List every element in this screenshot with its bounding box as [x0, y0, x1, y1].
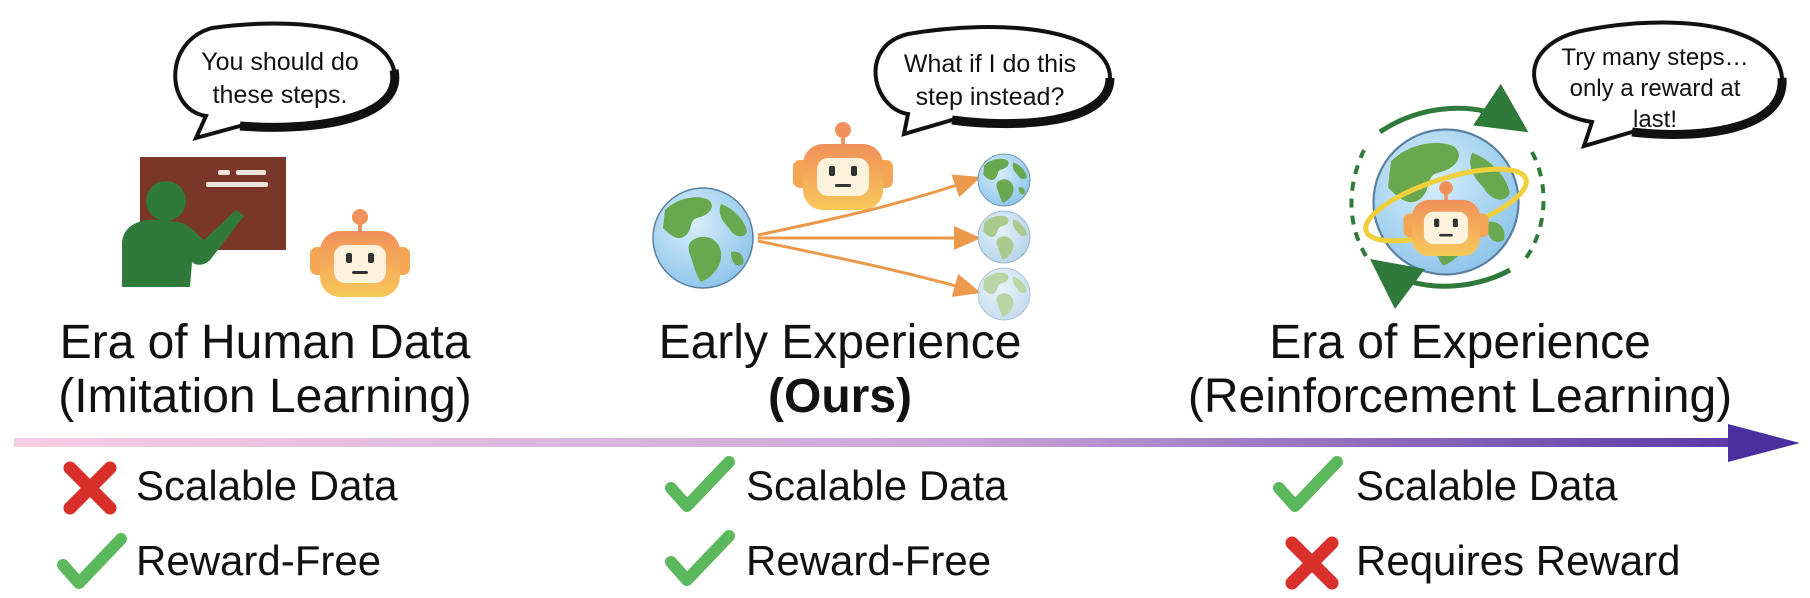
globe-icon: [977, 210, 1031, 264]
cycle-arrows-icon: [1349, 83, 1546, 309]
era-title-line1: Era of Experience: [1269, 316, 1651, 369]
feature-label: Reward-Free: [136, 537, 382, 584]
bubble-text-human: You should do these steps.: [170, 46, 390, 112]
era-title-line2: (Imitation Learning): [58, 370, 472, 423]
bubble-line: step instead?: [915, 83, 1065, 111]
check-icon: [52, 531, 130, 595]
feature-label: Scalable Data: [746, 462, 1008, 509]
check-icon: [1268, 454, 1346, 518]
speech-bubble-early: [873, 25, 1115, 137]
feature-label: Scalable Data: [136, 462, 398, 509]
era-title-line2: (Reinforcement Learning): [1187, 370, 1733, 423]
feature-label: Reward-Free: [746, 537, 992, 584]
branch-arrows: [757, 174, 981, 298]
robot-icon: [308, 207, 412, 299]
cross-icon: [1277, 533, 1347, 593]
bubble-line: What if I do this: [903, 50, 1077, 78]
globe-icon: [977, 153, 1031, 207]
era-title-line1: Early Experience: [658, 316, 1022, 369]
globe-icon: [977, 267, 1031, 321]
check-icon: [660, 454, 738, 518]
teacher-icon: [122, 181, 244, 287]
bubble-line: only a reward at: [1569, 75, 1741, 102]
bubble-line: last!: [1632, 106, 1677, 133]
era-title-line1: Era of Human Data: [59, 316, 471, 369]
cross-icon: [55, 458, 125, 518]
speech-bubble-experience: [1532, 20, 1787, 149]
feature-label: Requires Reward: [1356, 537, 1681, 584]
check-icon: [660, 528, 738, 592]
era-title-early: Early Experience (Ours): [600, 316, 1080, 424]
bubble-text-early: What if I do this step instead?: [870, 48, 1110, 114]
bubble-text-experience: Try many steps… only a reward at last!: [1540, 42, 1770, 135]
feature-label: Scalable Data: [1356, 462, 1618, 509]
bubble-line: Try many steps…: [1561, 44, 1749, 71]
speech-bubble-human: [173, 21, 400, 142]
robot-icon: [791, 120, 895, 212]
era-title-line2: (Ours): [768, 370, 912, 423]
globe-icon: [652, 187, 754, 289]
timeline-arrow: [14, 424, 1800, 462]
bubble-line: You should do: [201, 48, 359, 76]
bubble-line: these steps.: [212, 81, 348, 109]
era-title-human: Era of Human Data (Imitation Learning): [20, 316, 510, 424]
era-title-experience: Era of Experience (Reinforcement Learnin…: [1160, 316, 1760, 424]
